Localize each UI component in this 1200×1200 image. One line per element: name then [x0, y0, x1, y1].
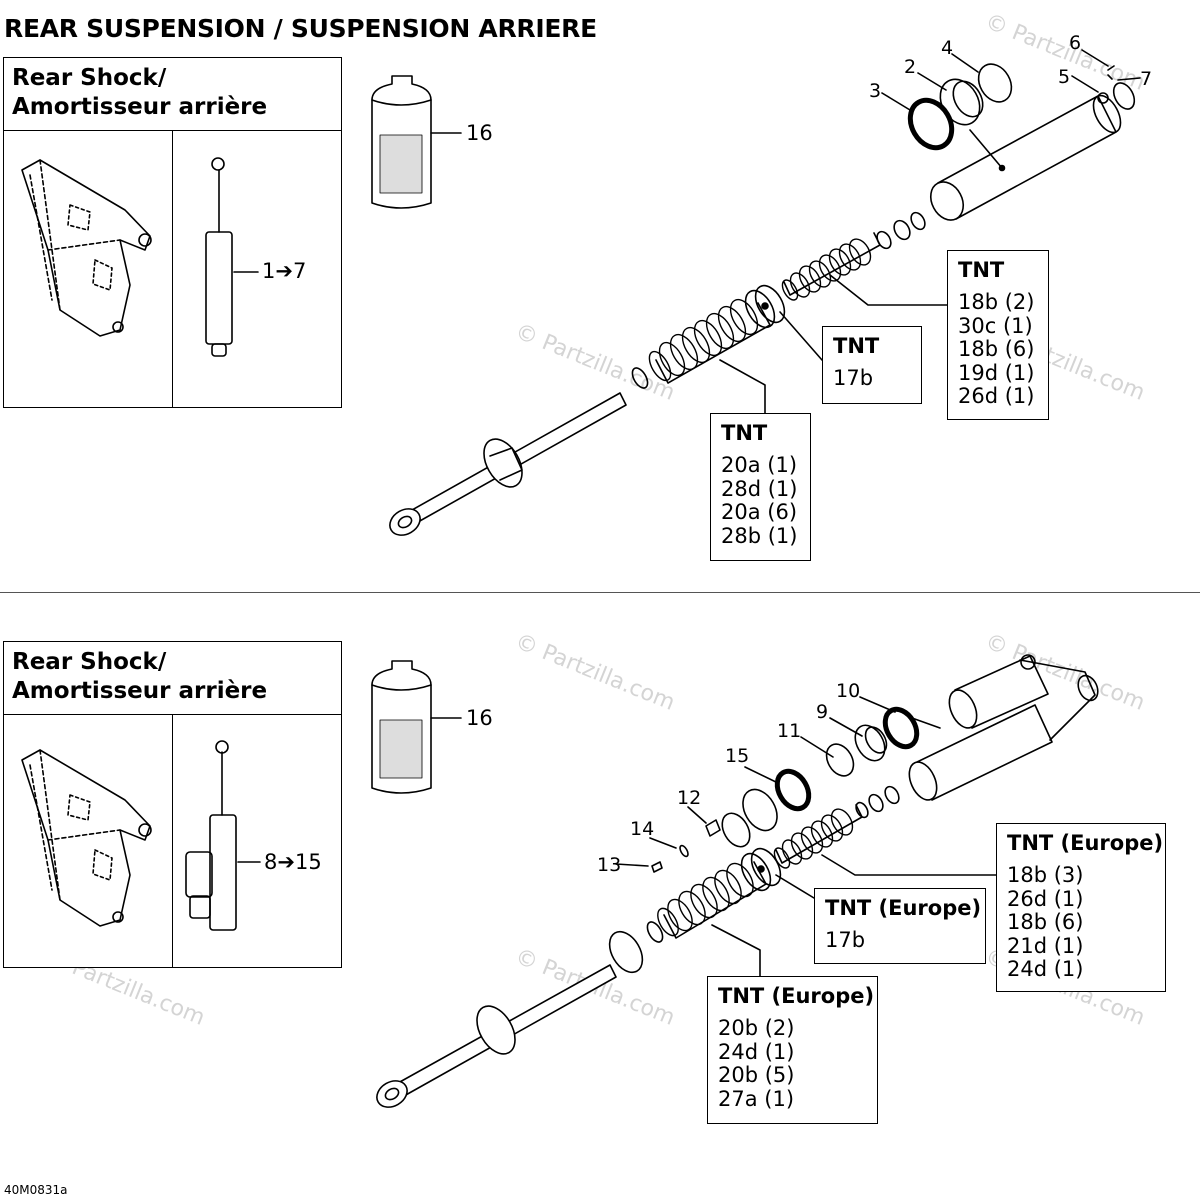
top-tnt-box-lower: TNT 20a (1) 28d (1) 20a (6) 28b (1) [710, 413, 811, 561]
box-line: 20a (6) [721, 500, 798, 524]
box-line: 28b (1) [721, 523, 798, 548]
watermark: © Partzilla.com [511, 319, 679, 406]
box-title: TNT (Europe) [718, 984, 875, 1008]
inset-title-line: Rear Shock/ [12, 65, 167, 91]
section-separator [0, 592, 1200, 593]
box-title: TNT (Europe) [825, 896, 982, 920]
callout-13: 13 [597, 854, 622, 876]
shock-body-top [929, 94, 1122, 221]
shaft-top [389, 392, 627, 536]
box-line: 27a (1) [718, 1086, 795, 1111]
drawing-code: 40M0831a [4, 1183, 68, 1197]
callout-7: 7 [1140, 68, 1153, 90]
oil-bottle-icon [371, 75, 462, 209]
callout-2: 2 [904, 56, 917, 78]
watermark: © Partzilla.com [981, 629, 1149, 716]
watermark: © Partzilla.com [511, 944, 679, 1031]
box-title: TNT [833, 334, 880, 358]
callout-14: 14 [630, 818, 655, 840]
washer-stack-bottom [855, 785, 900, 819]
inset-title-line: Rear Shock/ [12, 649, 167, 675]
box-line: 18b (2) [958, 290, 1035, 314]
top-inset-panel: Rear Shock/ Amortisseur arrière [3, 57, 342, 408]
bottom-tnt-box-piston: TNT (Europe) 17b [814, 888, 986, 964]
top-shock-ref: 1➔7 [262, 259, 307, 283]
top-tnt-box-piston: TNT 17b [822, 326, 922, 404]
bottom-inset-title: Rear Shock/ Amortisseur arrière [4, 642, 341, 715]
box-title: TNT [721, 421, 768, 445]
callout-6: 6 [1069, 32, 1082, 54]
callout-10: 10 [836, 680, 861, 702]
inset-title-line: Amortisseur arrière [12, 94, 268, 120]
inset-divider [172, 714, 173, 967]
callout-9: 9 [816, 701, 829, 723]
box-line: 17b [833, 366, 874, 390]
callout-15: 15 [725, 745, 750, 767]
box-line: 26d (1) [1007, 886, 1084, 911]
box-line: 17b [825, 928, 866, 952]
box-line: 20b (2) [718, 1016, 795, 1040]
callout-3: 3 [869, 80, 882, 102]
inset-title-line: Amortisseur arrière [12, 678, 268, 704]
bottom-shock-ref: 8➔15 [264, 850, 322, 874]
washer-stack-top [876, 211, 926, 250]
top-tnt-box-main: TNT 18b (2) 30c (1) 18b (6) 19d (1) 26d … [947, 250, 1049, 420]
box-line: 18b (3) [1007, 863, 1084, 887]
callout-4: 4 [941, 37, 954, 59]
callout-12: 12 [677, 787, 702, 809]
box-title: TNT [958, 258, 1005, 282]
box-line: 19d (1) [958, 360, 1035, 385]
box-line: 24d (1) [1007, 957, 1084, 981]
bottom-oil-ref: 16 [466, 706, 493, 730]
box-line: 20a (1) [721, 453, 798, 477]
bottom-tnt-box-main: TNT (Europe) 18b (3) 26d (1) 18b (6) 21d… [996, 823, 1166, 992]
oil-bottle-icon [371, 660, 462, 794]
callout-11: 11 [777, 720, 802, 742]
box-line: 26d (1) [958, 384, 1035, 408]
page-title: REAR SUSPENSION / SUSPENSION ARRIERE [4, 14, 597, 43]
top-oil-ref: 16 [466, 121, 493, 145]
box-line: 20b (5) [718, 1063, 795, 1087]
box-line: 24d (1) [718, 1039, 795, 1064]
top-inset-title: Rear Shock/ Amortisseur arrière [4, 58, 341, 131]
box-line: 18b (6) [1007, 910, 1084, 934]
inset-divider [172, 130, 173, 407]
box-line: 18b (6) [958, 337, 1035, 361]
piston-top [744, 284, 823, 361]
box-line: 21d (1) [1007, 933, 1084, 958]
watermark: © Partzilla.com [511, 629, 679, 716]
callout-5: 5 [1058, 66, 1071, 88]
bottom-inset-panel: Rear Shock/ Amortisseur arrière [3, 641, 342, 968]
box-line: 28d (1) [721, 476, 798, 501]
shim-stack-upper-bottom [773, 808, 854, 869]
shim-stack-lower-bottom [657, 862, 754, 937]
bottom-tnt-box-lower: TNT (Europe) 20b (2) 24d (1) 20b (5) 27a… [707, 976, 878, 1124]
box-title: TNT (Europe) [1007, 831, 1164, 855]
box-line: 30c (1) [958, 313, 1033, 338]
piston-bottom [740, 847, 815, 899]
shim-stack-lower-top [648, 298, 759, 382]
shim-stack-upper-top [781, 238, 872, 301]
